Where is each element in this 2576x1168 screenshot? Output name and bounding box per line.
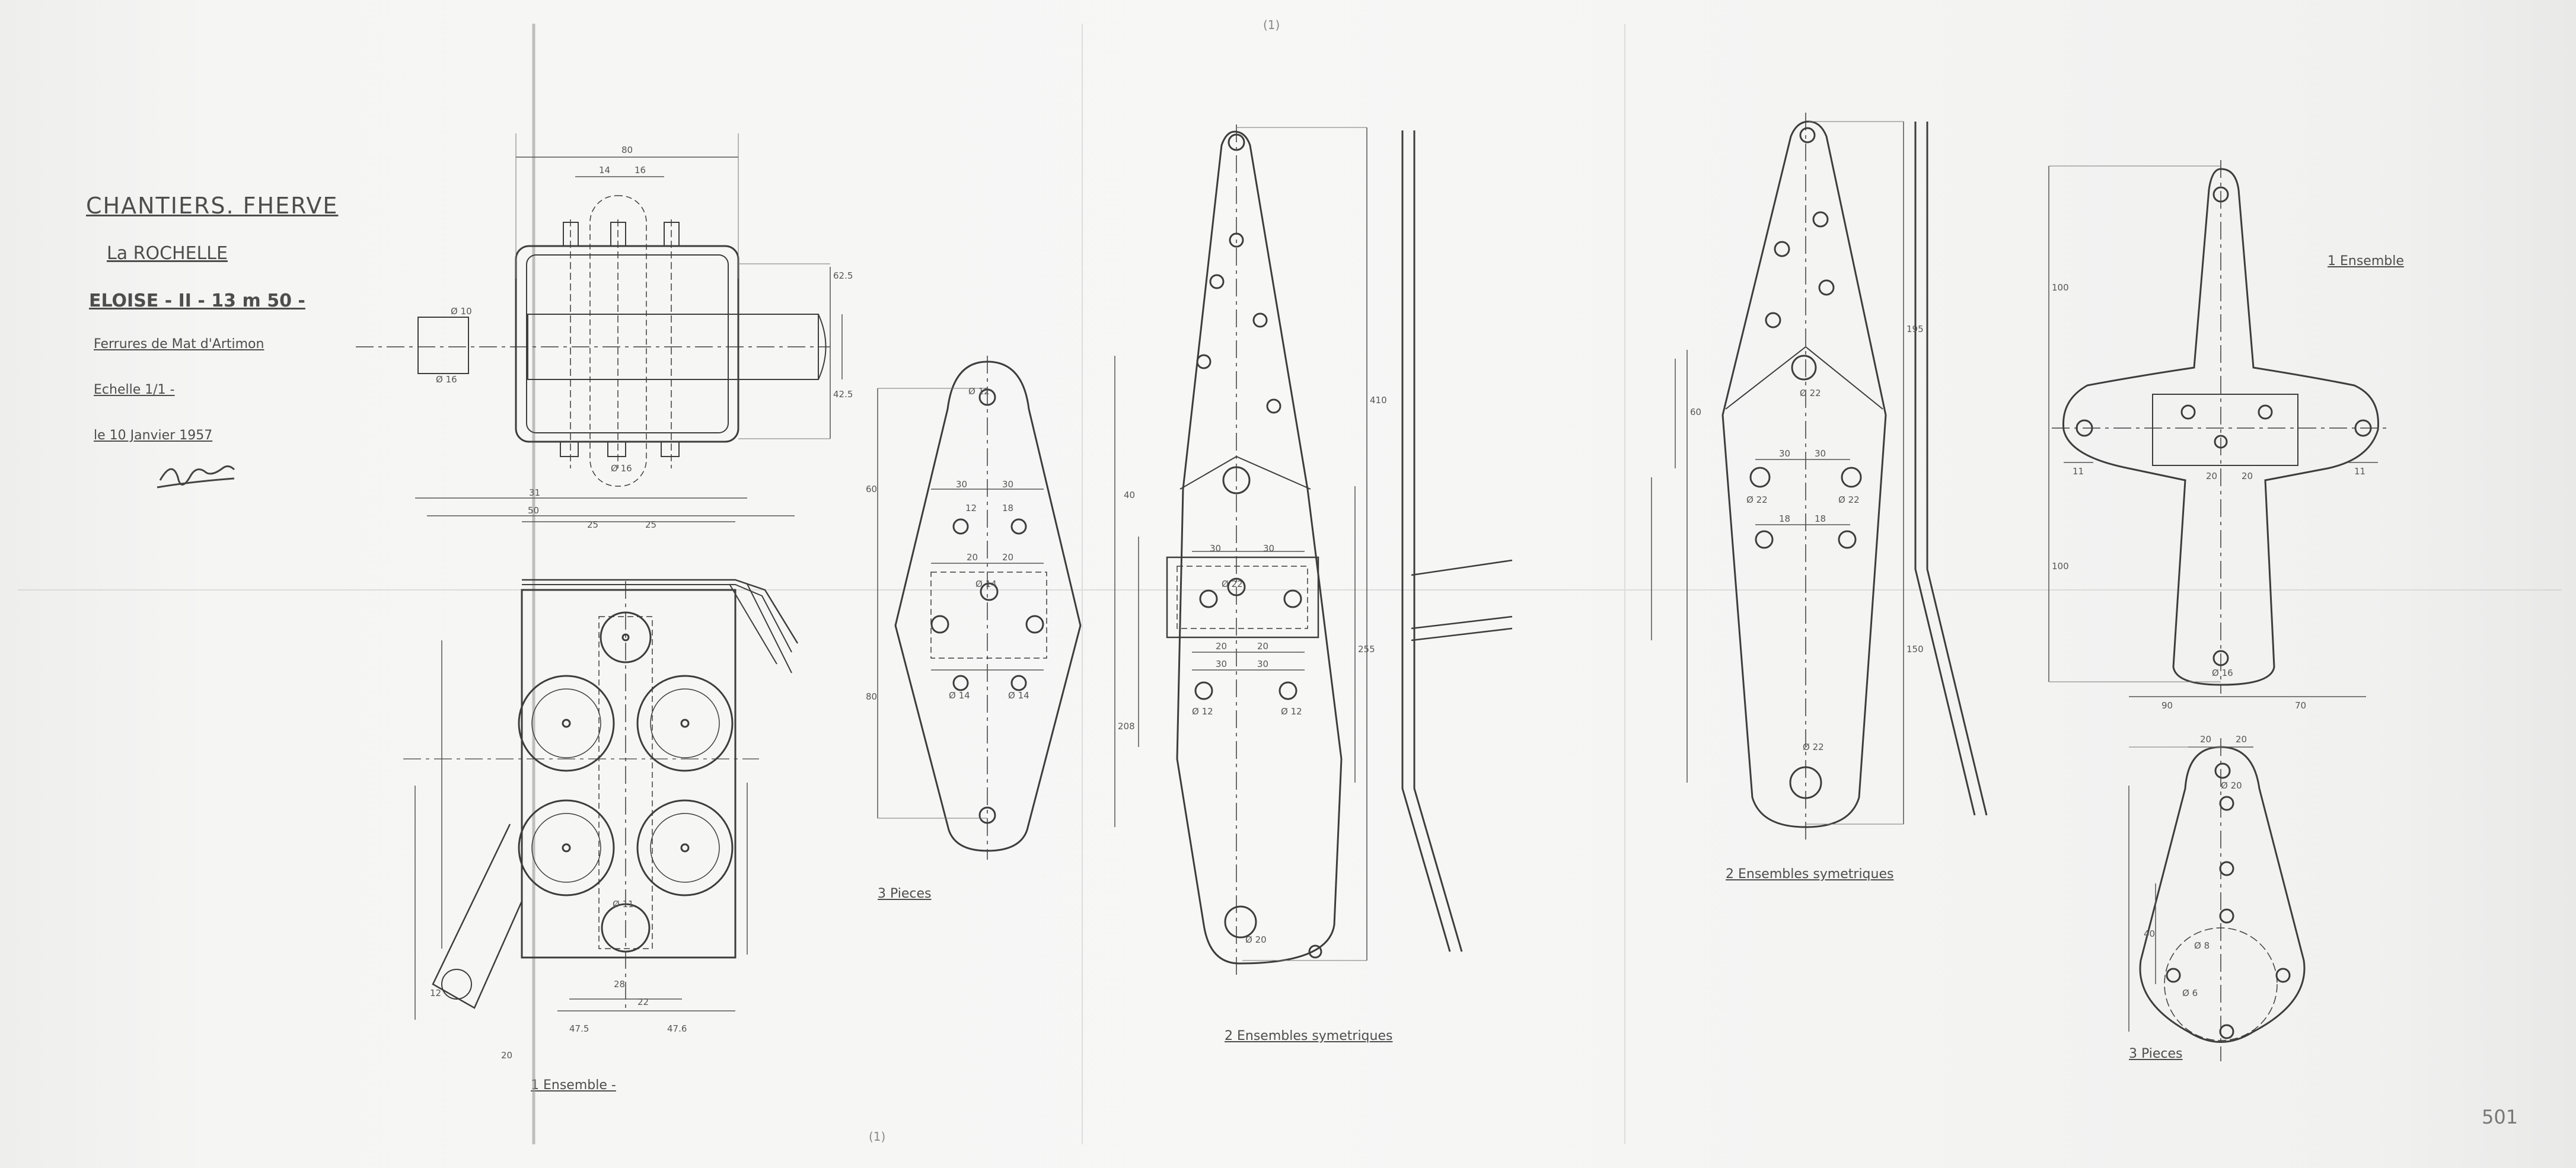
dim-text: 255 xyxy=(1358,644,1375,655)
dimension-texts: 80 14 16 31 50 25 25 62.5 42.5 47.5 47.6… xyxy=(430,145,2365,1061)
dim-text: 195 xyxy=(1907,324,1924,334)
dim-text: Ø 8 xyxy=(2194,940,2210,951)
view-5-label: 1 Ensemble xyxy=(2328,254,2404,269)
view-3-long-plate xyxy=(1166,125,1513,978)
city-name: La ROCHELLE xyxy=(107,243,228,264)
top-mark: (1) xyxy=(1263,18,1280,32)
dim-text: 20 xyxy=(967,552,978,563)
dim-text: 25 xyxy=(645,519,656,530)
dim-text: 16 xyxy=(635,165,646,175)
dim-text: 100 xyxy=(2052,282,2069,293)
dim-text: 22 xyxy=(637,997,649,1007)
dim-text: 30 xyxy=(1815,448,1826,459)
dim-text: 25 xyxy=(587,519,598,530)
view-4-label: 2 Ensembles symetriques xyxy=(1726,867,1894,882)
dim-text: 40 xyxy=(1124,490,1135,500)
view-3-label: 2 Ensembles symetriques xyxy=(1225,1029,1393,1043)
view-2-label: 3 Pieces xyxy=(878,886,932,901)
view-6-pieces xyxy=(2139,738,2306,1061)
dim-text: 20 xyxy=(501,1050,512,1061)
dim-text: Ø 22 xyxy=(1222,579,1243,589)
view-2-pieces xyxy=(894,356,1082,860)
view-1-label: 1 Ensemble - xyxy=(531,1078,616,1093)
dim-text: Ø 10 xyxy=(451,306,472,317)
dim-text: 11 xyxy=(2354,466,2365,477)
dim-text: Ø 16 xyxy=(611,463,632,474)
dim-text: 20 xyxy=(2242,471,2253,481)
dim-text: 20 xyxy=(2236,734,2247,745)
dim-text: 30 xyxy=(1210,543,1221,554)
dim-text: 18 xyxy=(1002,503,1013,513)
drawing-scale: Echelle 1/1 - xyxy=(94,382,175,397)
dim-text: Ø 22 xyxy=(1800,388,1821,398)
extension-lines xyxy=(515,121,2221,961)
dim-text: 30 xyxy=(1216,659,1227,669)
dim-text: 47.5 xyxy=(569,1023,589,1034)
dim-text: Ø 22 xyxy=(1746,494,1768,505)
dim-text: 31 xyxy=(529,487,540,498)
dim-text: 28 xyxy=(614,979,625,990)
sheet-number: 501 xyxy=(2482,1106,2518,1128)
dim-text: Ø 12 xyxy=(968,386,990,397)
shipyard-name: CHANTIERS. FHERVE xyxy=(86,193,339,219)
bottom-mark: (1) xyxy=(869,1129,886,1144)
dim-text: 410 xyxy=(1370,395,1387,406)
dim-text: 18 xyxy=(1779,513,1790,524)
view-6-label: 3 Pieces xyxy=(2129,1046,2183,1061)
dim-text: 80 xyxy=(621,145,633,155)
dim-text: Ø 12 xyxy=(1281,706,1302,717)
dim-text: 14 xyxy=(599,165,610,175)
dim-text: 20 xyxy=(2206,471,2217,481)
dim-text: 30 xyxy=(1263,543,1274,554)
dim-text: 20 xyxy=(1257,641,1268,652)
dim-text: 47.6 xyxy=(667,1023,687,1034)
dim-text: Ø 20 xyxy=(2221,780,2242,791)
dim-text: 100 xyxy=(2052,561,2069,572)
dim-text: 80 xyxy=(866,691,877,702)
dim-text: 30 xyxy=(1257,659,1268,669)
dim-text: Ø 14 xyxy=(1008,690,1029,701)
dim-text: 208 xyxy=(1118,721,1135,732)
dim-text: 20 xyxy=(1216,641,1227,652)
dim-text: 62.5 xyxy=(833,270,853,281)
dim-text: Ø 16 xyxy=(2212,668,2233,678)
dim-text: 70 xyxy=(2295,700,2306,711)
dim-text: 30 xyxy=(1002,479,1013,490)
dim-text: Ø 12 xyxy=(1192,706,1213,717)
dim-text: 60 xyxy=(866,484,877,494)
dim-text: 50 xyxy=(528,505,539,516)
dim-text: 18 xyxy=(1815,513,1826,524)
dim-text: 40 xyxy=(2144,928,2155,939)
dim-text: Ø 20 xyxy=(1245,934,1267,945)
view-1-assembly xyxy=(356,195,830,1009)
dim-text: Ø 14 xyxy=(975,579,997,589)
dim-text: Ø 14 xyxy=(949,690,970,701)
dim-text: 90 xyxy=(2161,700,2173,711)
dim-text: 20 xyxy=(1002,552,1013,563)
dim-text: 30 xyxy=(1779,448,1790,459)
dim-text: 60 xyxy=(1690,407,1701,417)
dim-text: 150 xyxy=(1907,644,1924,655)
dim-text: 11 xyxy=(2073,466,2084,477)
dim-text: 12 xyxy=(430,988,441,998)
drawing-date: le 10 Janvier 1957 xyxy=(94,428,213,443)
dim-text: Ø 11 xyxy=(613,899,634,909)
dim-text: Ø 16 xyxy=(436,374,457,385)
dim-text: 42.5 xyxy=(833,389,853,400)
view-5-cross xyxy=(2052,160,2390,694)
dim-text: Ø 6 xyxy=(2182,988,2198,998)
dim-text: Ø 22 xyxy=(1838,494,1860,505)
dim-text: 30 xyxy=(956,479,967,490)
dimension-lines xyxy=(415,122,2378,1032)
dim-text: 12 xyxy=(965,503,977,513)
dim-text: 20 xyxy=(2200,734,2211,745)
dim-text: Ø 22 xyxy=(1803,742,1824,752)
vessel-name: ELOISE - II - 13 m 50 - xyxy=(89,291,305,311)
view-4-symmetric xyxy=(1721,113,1988,842)
drawing-subject: Ferrures de Mat d'Artimon xyxy=(94,337,264,352)
